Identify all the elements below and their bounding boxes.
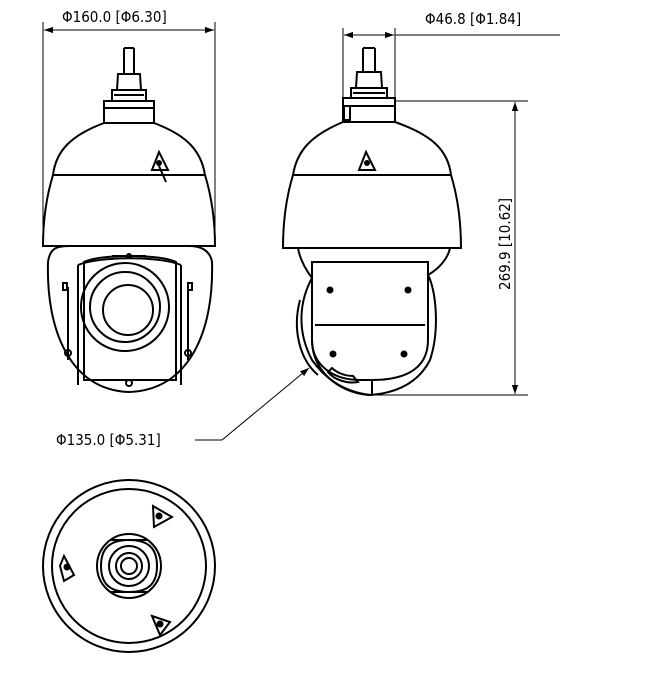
front-cable bbox=[103, 47, 155, 124]
dimension-diameter-cable: Φ46.8 [Φ1.84] bbox=[342, 10, 560, 98]
label-diameter-ball: Φ135.0 [Φ5.31] bbox=[56, 431, 161, 449]
bottom-clip-left bbox=[58, 553, 76, 583]
dimension-diameter-ball: Φ135.0 [Φ5.31] bbox=[56, 367, 310, 449]
side-view-drawing: Φ46.8 [Φ1.84] 269.9 [10.62] Φ135.0 [Φ5.3… bbox=[56, 10, 560, 449]
side-cable bbox=[342, 47, 396, 123]
front-ball bbox=[46, 245, 214, 394]
side-housing bbox=[281, 121, 463, 249]
label-height: 269.9 [10.62] bbox=[496, 198, 514, 290]
bottom-clip-bottom bbox=[150, 614, 172, 637]
label-diameter-top: Φ160.0 [Φ6.30] bbox=[62, 8, 167, 26]
dimension-height: 269.9 [10.62] bbox=[370, 100, 528, 396]
bottom-view-drawing bbox=[42, 479, 216, 653]
side-ball bbox=[295, 247, 451, 397]
dimension-diameter-top: Φ160.0 [Φ6.30] bbox=[42, 8, 216, 246]
bottom-clip-top bbox=[151, 504, 175, 529]
label-diameter-cable: Φ46.8 [Φ1.84] bbox=[425, 10, 521, 28]
front-housing bbox=[41, 122, 217, 247]
front-view-drawing: Φ160.0 [Φ6.30] bbox=[41, 8, 217, 394]
